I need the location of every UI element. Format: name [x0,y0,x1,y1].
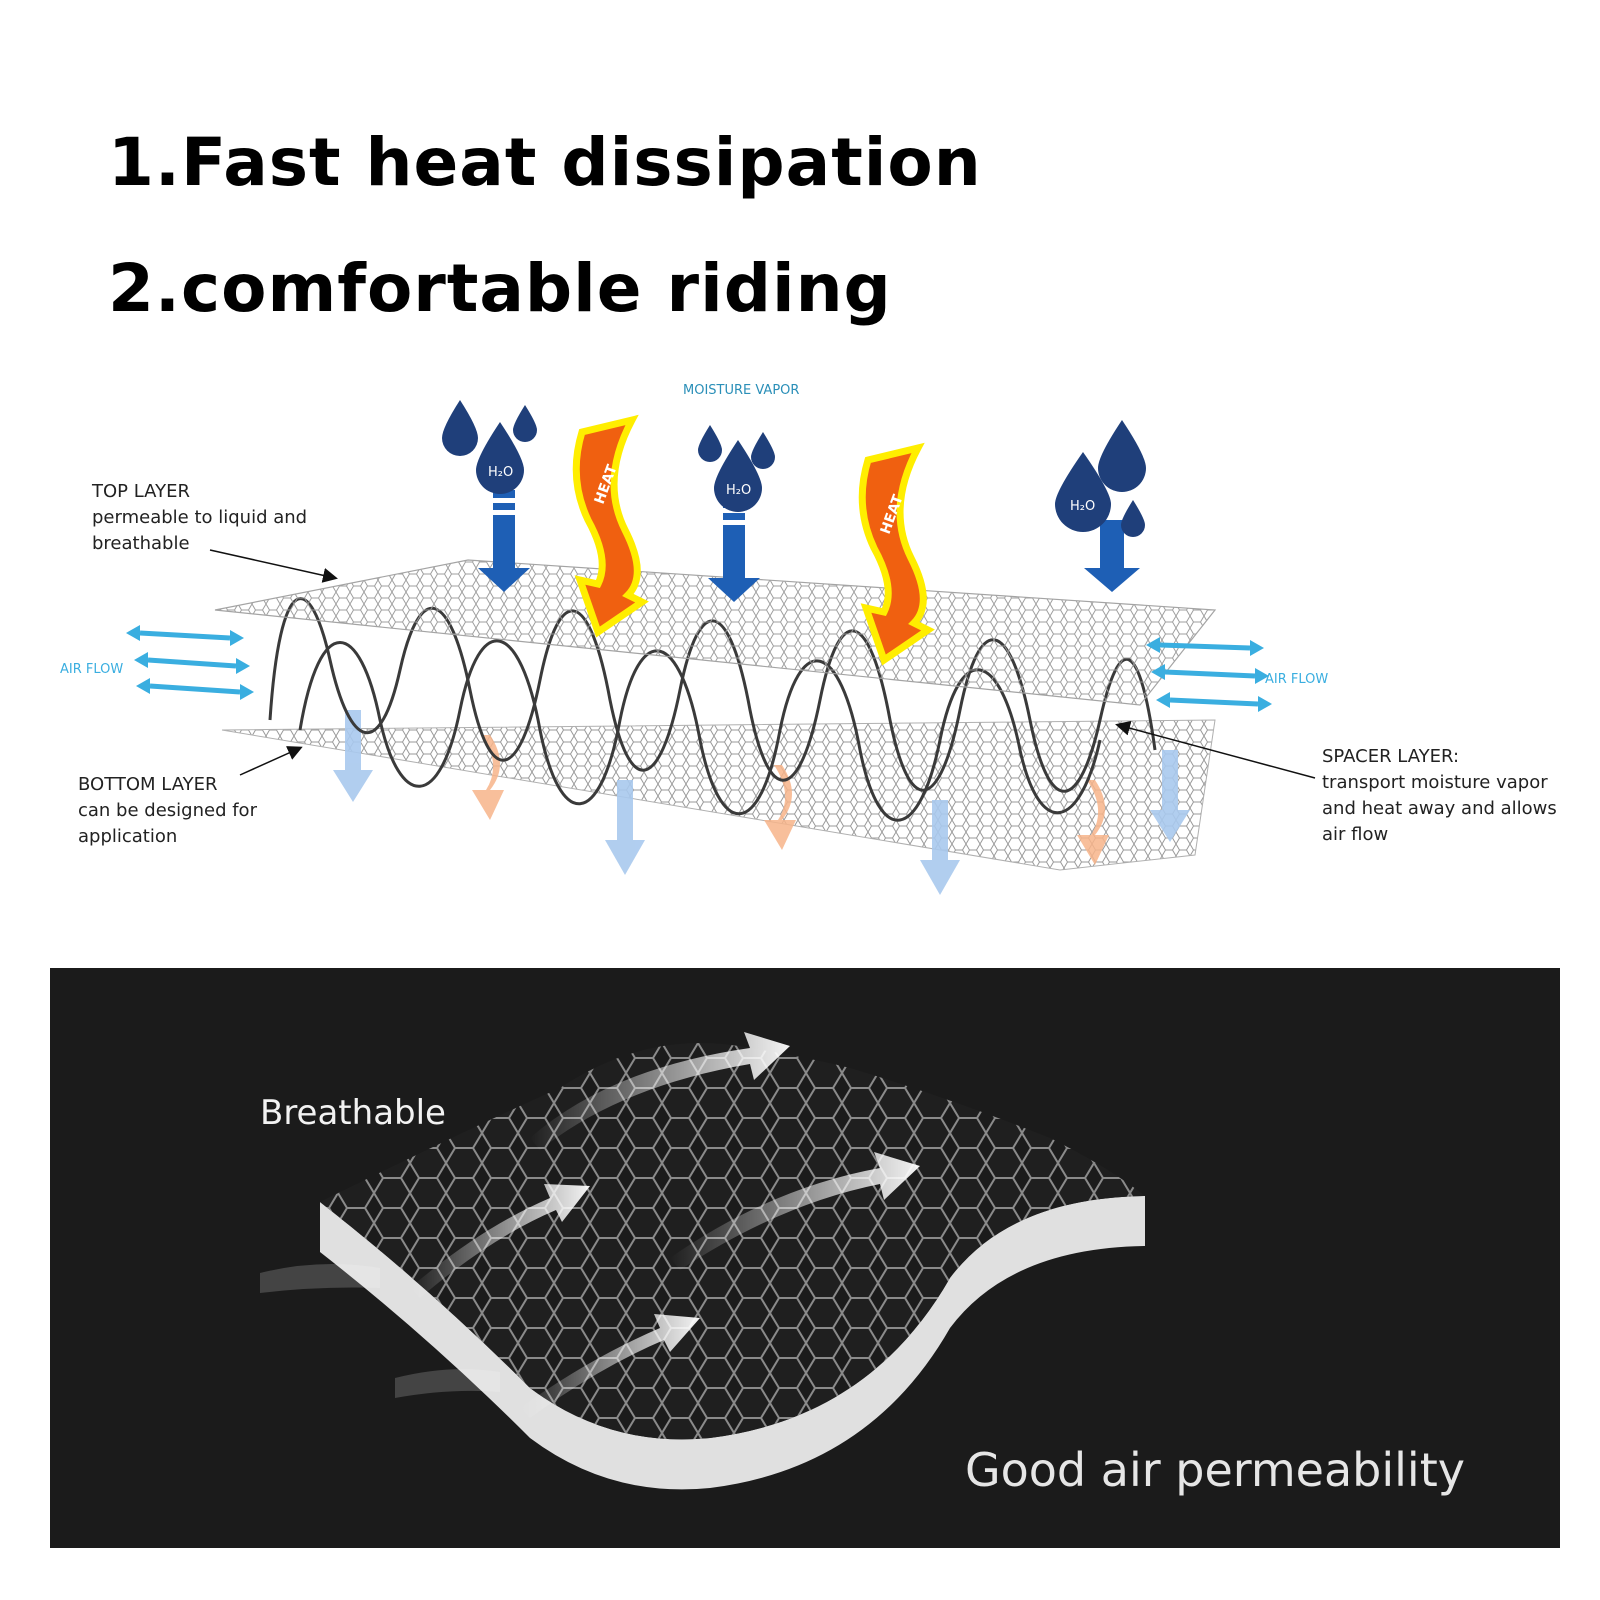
headline-comfortable-riding: 2.comfortable riding [108,250,892,327]
layer-structure-diagram: H₂O H₂O H₂O HEAT HEAT MOISTURE VAPOR AIR… [60,383,1557,895]
h2o-label-3: H₂O [1070,499,1095,514]
incoming-air-streaks [260,1264,500,1398]
breathable-material-panel: Breathable Good air permeability [50,968,1560,1548]
top-layer-pointer [209,549,338,583]
svg-text:TOP LAYER: TOP LAYER [91,481,190,502]
bottom-layer-label: BOTTOM LAYER can be designed for applica… [78,774,258,847]
h2o-label-2: H₂O [726,483,751,498]
svg-text:application: application [78,826,177,847]
breathable-label: Breathable [260,1093,446,1133]
top-layer-sheet [214,559,1217,706]
svg-text:and heat away and allows: and heat away and allows [1322,798,1557,819]
h2o-label-1: H₂O [488,465,513,480]
airflow-streak-arrows [410,1032,920,1418]
heat-arrow-icons [572,414,935,666]
svg-text:SPACER LAYER:: SPACER LAYER: [1322,746,1459,767]
moisture-vapor-label: MOISTURE VAPOR [683,383,799,398]
spacer-layer-label: SPACER LAYER: transport moisture vapor a… [1322,746,1557,845]
svg-text:BOTTOM LAYER: BOTTOM LAYER [78,774,218,795]
svg-text:transport moisture vapor: transport moisture vapor [1322,772,1548,793]
svg-text:breathable: breathable [92,533,190,554]
air-flow-arrows-right [1146,637,1272,712]
good-air-permeability-label: Good air permeability [965,1443,1465,1497]
svg-text:can be designed for: can be designed for [78,800,258,821]
spacer-layer-pointer [1115,720,1316,779]
mesh-surface [320,1043,1145,1440]
svg-text:permeable to liquid and: permeable to liquid and [92,507,307,528]
air-flow-arrows-left [126,625,254,700]
water-drop-icons [442,400,1146,537]
water-inflow-arrows [478,490,1140,602]
air-flow-left-label: AIR FLOW [60,662,123,677]
bottom-layer-pointer [239,746,303,776]
vapor-exit-arrows [333,710,1190,895]
wavy-mesh-illustration [260,1032,1145,1490]
headline-fast-heat-dissipation: 1.Fast heat dissipation [108,124,982,201]
air-flow-right-label: AIR FLOW [1265,672,1328,687]
svg-text:air flow: air flow [1322,824,1388,845]
mesh-edge [320,1196,1145,1490]
top-layer-label: TOP LAYER permeable to liquid and breath… [91,481,307,554]
